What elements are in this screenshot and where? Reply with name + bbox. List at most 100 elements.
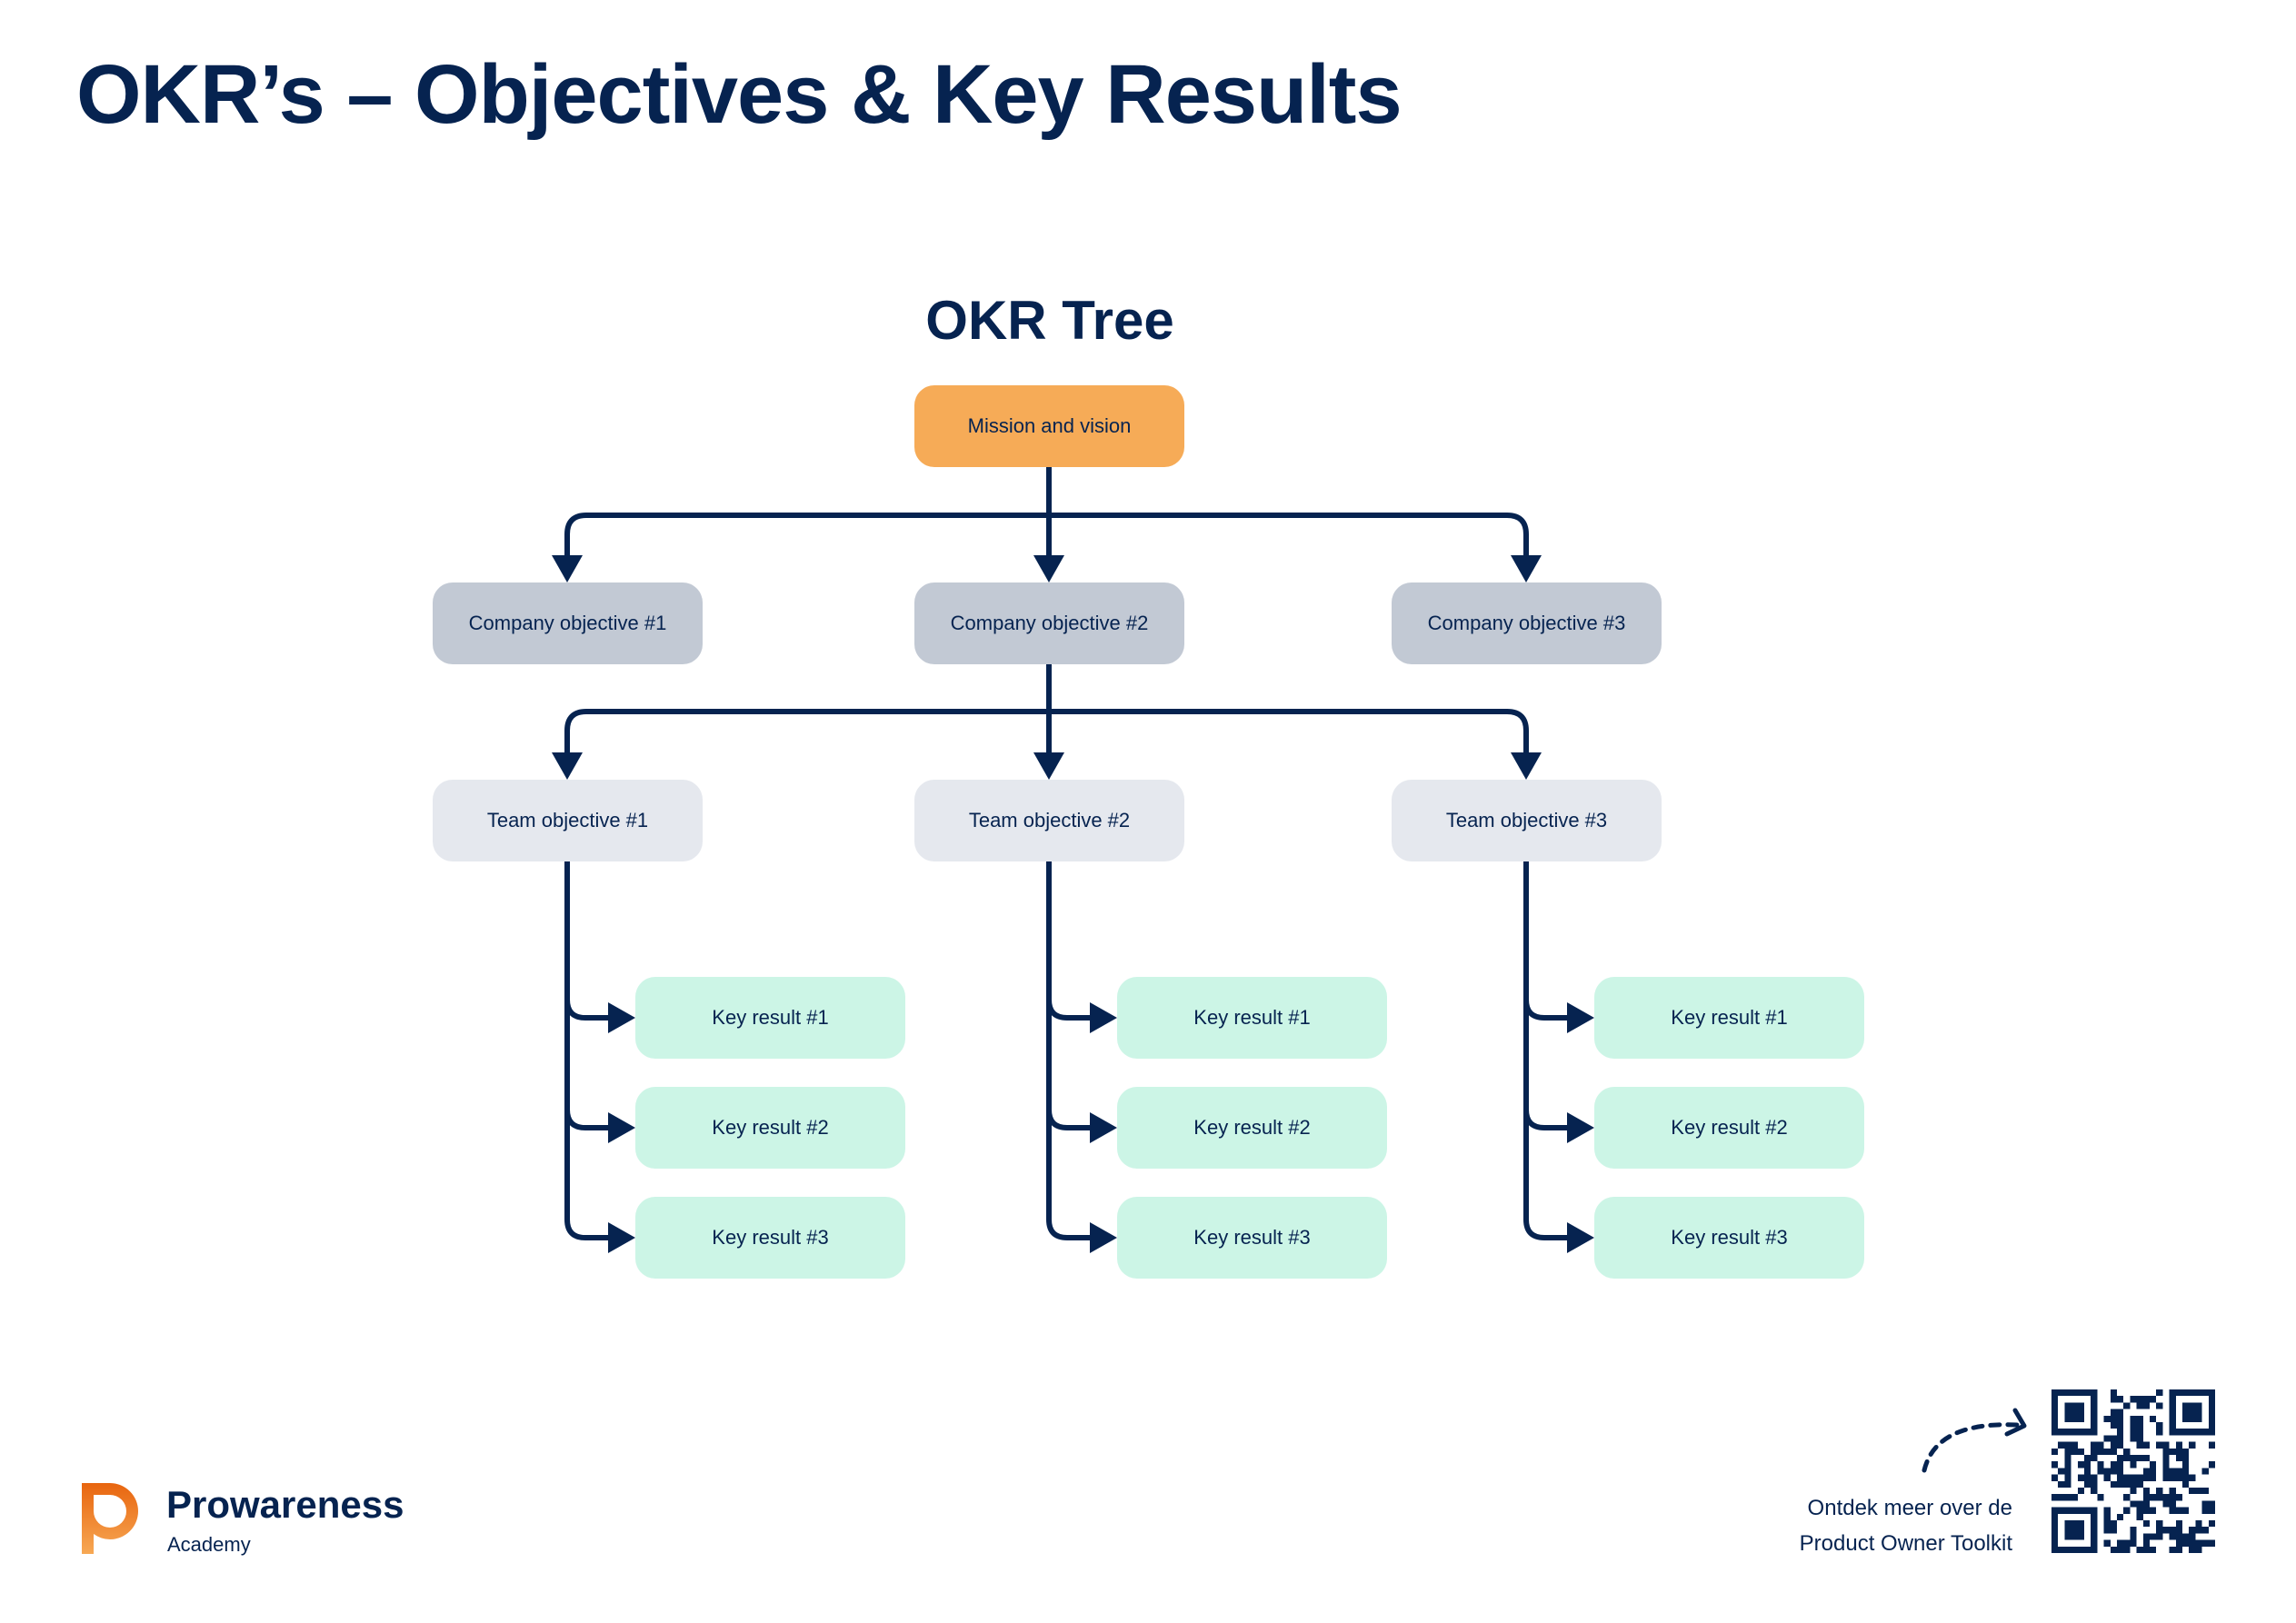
node-label: Key result #2 <box>1193 1116 1311 1139</box>
qr-module <box>2142 1396 2150 1403</box>
qr-module <box>2110 1389 2117 1397</box>
qr-module <box>2175 1539 2182 1547</box>
qr-module <box>2110 1422 2117 1429</box>
qr-module <box>2130 1500 2137 1508</box>
qr-module <box>2142 1468 2150 1475</box>
qr-module <box>2117 1435 2124 1442</box>
qr-module <box>2162 1500 2170 1508</box>
qr-module <box>2117 1396 2124 1403</box>
qr-finder-edge <box>2169 1389 2176 1436</box>
qr-module <box>2142 1500 2150 1508</box>
qr-module <box>2117 1429 2124 1436</box>
qr-finder-edge <box>2051 1507 2098 1514</box>
qr-module <box>2130 1533 2137 1540</box>
qr-module <box>2195 1546 2202 1553</box>
qr-module <box>2077 1474 2084 1481</box>
qr-module <box>2156 1494 2163 1501</box>
qr-finder-edge <box>2051 1389 2098 1397</box>
qr-code-icon[interactable] <box>2051 1389 2215 1553</box>
qr-finder-edge <box>2051 1429 2098 1436</box>
toolkit-cta: Ontdek meer over de Product Owner Toolki… <box>1800 1490 2012 1561</box>
qr-module <box>2103 1513 2111 1520</box>
qr-module <box>2136 1480 2143 1488</box>
qr-module <box>2058 1480 2065 1488</box>
qr-module <box>2150 1494 2157 1501</box>
qr-module <box>2130 1429 2137 1436</box>
qr-module <box>2117 1455 2124 1462</box>
qr-module <box>2162 1448 2170 1455</box>
node-label: Team objective #2 <box>968 809 1131 831</box>
arrowhead-icon <box>1033 752 1064 780</box>
qr-module <box>2156 1429 2163 1436</box>
node-company-objective-1: Company objective #1 <box>433 582 703 664</box>
qr-module <box>2150 1461 2157 1469</box>
qr-module <box>2117 1468 2124 1475</box>
qr-module <box>2084 1468 2091 1475</box>
qr-module <box>2091 1474 2098 1481</box>
qr-module <box>2156 1422 2163 1429</box>
qr-module <box>2208 1507 2215 1514</box>
qr-module <box>2110 1415 2117 1422</box>
qr-module <box>2208 1500 2215 1508</box>
qr-module <box>2189 1488 2196 1495</box>
node-label: Team objective #1 <box>486 809 649 831</box>
qr-module <box>2182 1539 2190 1547</box>
qr-module <box>2189 1474 2196 1481</box>
arrowhead-icon <box>1090 1002 1117 1033</box>
node-label: Mission and vision <box>967 414 1132 437</box>
qr-module <box>2097 1461 2104 1469</box>
qr-module <box>2117 1461 2124 1469</box>
connector-team3-krs <box>1523 861 1570 1240</box>
qr-module <box>2189 1441 2196 1449</box>
qr-module <box>2175 1527 2182 1534</box>
qr-module <box>2077 1461 2084 1469</box>
qr-module <box>2169 1500 2176 1508</box>
arrowhead-icon <box>1511 555 1542 582</box>
qr-module <box>2142 1494 2150 1501</box>
qr-module <box>2097 1448 2104 1455</box>
qr-module <box>2110 1546 2117 1553</box>
qr-module <box>2150 1415 2157 1422</box>
qr-module <box>2130 1435 2137 1442</box>
qr-module <box>2156 1527 2163 1534</box>
qr-module <box>2136 1546 2143 1553</box>
qr-finder-core <box>2064 1402 2084 1422</box>
qr-module <box>2156 1402 2163 1409</box>
qr-module <box>2117 1539 2124 1547</box>
qr-finder-edge <box>2051 1507 2059 1553</box>
qr-module <box>2136 1422 2143 1429</box>
qr-finder-edge <box>2208 1389 2215 1436</box>
qr-module <box>2182 1468 2190 1475</box>
qr-module <box>2150 1474 2157 1481</box>
qr-module <box>2123 1402 2131 1409</box>
qr-module <box>2175 1448 2182 1455</box>
node-label: Company objective #1 <box>468 612 667 634</box>
qr-module <box>2201 1488 2209 1495</box>
connector-team1-krs <box>564 861 611 1240</box>
node-team2-key-result-2: Key result #2 <box>1117 1087 1387 1169</box>
node-company-objective-2: Company objective #2 <box>914 582 1184 664</box>
qr-module <box>2110 1435 2117 1442</box>
arrowhead-icon <box>1567 1222 1594 1253</box>
qr-module <box>2051 1461 2059 1469</box>
arrowhead-icon <box>1567 1002 1594 1033</box>
qr-module <box>2071 1448 2078 1455</box>
qr-module <box>2189 1539 2196 1547</box>
qr-module <box>2156 1533 2163 1540</box>
qr-module <box>2097 1468 2104 1475</box>
node-team1-key-result-3: Key result #3 <box>635 1197 905 1279</box>
qr-module <box>2195 1488 2202 1495</box>
qr-module <box>2182 1461 2190 1469</box>
qr-module <box>2117 1415 2124 1422</box>
qr-module <box>2130 1474 2137 1481</box>
qr-module <box>2201 1468 2209 1475</box>
qr-module <box>2136 1474 2143 1481</box>
qr-module <box>2064 1448 2071 1455</box>
arrowhead-icon <box>552 752 583 780</box>
qr-module <box>2110 1461 2117 1469</box>
node-label: Team objective #3 <box>1445 809 1608 831</box>
qr-module <box>2162 1461 2170 1469</box>
qr-module <box>2150 1507 2157 1514</box>
qr-module <box>2169 1468 2176 1475</box>
qr-module <box>2142 1533 2150 1540</box>
